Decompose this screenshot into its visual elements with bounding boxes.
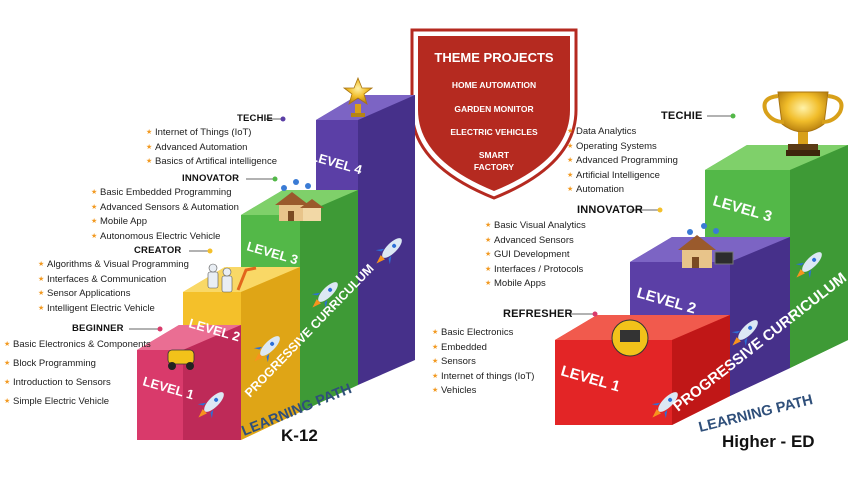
rocket-icon <box>253 336 280 363</box>
k12-techie-heading: TECHIE <box>237 113 274 124</box>
list-item: Vehicles <box>432 384 534 399</box>
rocket-icon <box>311 282 338 309</box>
list-item: Automation <box>567 183 678 198</box>
list-item: Internet of Things (IoT) <box>146 126 277 141</box>
k12-creator-heading: CREATOR <box>134 245 182 256</box>
list-item: Autonomous Electric Vehicle <box>91 230 239 245</box>
list-item: Basic Visual Analytics <box>485 219 586 234</box>
rocket-icon <box>375 238 402 265</box>
he-level1-block <box>555 315 730 425</box>
rc-car-icon <box>167 349 195 370</box>
list-item: GUI Development <box>485 248 586 263</box>
list-item: Advanced Automation <box>146 141 277 156</box>
list-item: Data Analytics <box>567 125 678 140</box>
list-item: Basic Electronics & Components <box>4 335 151 354</box>
gold-cup-trophy-icon <box>762 91 844 156</box>
he-refresher-heading: REFRESHER <box>503 308 573 320</box>
k12-innovator-heading: INNOVATOR <box>182 173 240 184</box>
smart-house-icon <box>678 223 734 268</box>
list-item: Internet of things (IoT) <box>432 370 534 385</box>
connector-lines <box>129 115 733 330</box>
theme-projects-shield <box>410 28 578 200</box>
list-item: Algorithms & Visual Programming <box>38 258 189 273</box>
list-item: Basics of Artifical intelligence <box>146 155 277 170</box>
list-item: Sensors <box>432 355 534 370</box>
connector-dots <box>157 113 736 332</box>
list-item: Mobile Apps <box>485 277 586 292</box>
k12-beginner-heading: BEGINNER <box>72 323 124 334</box>
theme-projects-title: THEME PROJECTS <box>434 50 554 65</box>
he-title: Higher - ED <box>722 432 815 451</box>
star-trophy-icon <box>342 76 374 117</box>
k12-beginner-list: Basic Electronics & Components Block Pro… <box>4 335 151 411</box>
he-techie-heading: TECHIE <box>661 110 703 122</box>
k12-title: K-12 <box>281 426 318 445</box>
list-item: Advanced Programming <box>567 154 678 169</box>
k12-techie-list: Internet of Things (IoT) Advanced Automa… <box>146 126 277 170</box>
smart-house-icon <box>275 179 324 221</box>
rc-car-icon <box>611 319 649 357</box>
list-item: Introduction to Sensors <box>4 373 151 392</box>
list-item: Interfaces / Protocols <box>485 263 586 278</box>
he-refresher-list: Basic Electronics Embedded Sensors Inter… <box>432 326 534 399</box>
list-item: Basic Electronics <box>432 326 534 341</box>
list-item: Block Programming <box>4 354 151 373</box>
k12-innovator-list: Basic Embedded Programming Advanced Sens… <box>91 186 239 244</box>
rocket-icon <box>795 252 822 279</box>
he-innovator-heading: INNOVATOR <box>577 204 643 216</box>
list-item: Sensor Applications <box>38 287 189 302</box>
he-techie-list: Data Analytics Operating Systems Advance… <box>567 125 678 198</box>
robot-icon <box>207 263 257 293</box>
theme-item-electric-vehicles: ELECTRIC VEHICLES <box>450 127 538 137</box>
k12-level1-block <box>137 325 241 440</box>
list-item: Operating Systems <box>567 140 678 155</box>
list-item: Embedded <box>432 341 534 356</box>
list-item: Interfaces & Communication <box>38 273 189 288</box>
theme-item-home-automation: HOME AUTOMATION <box>451 80 537 90</box>
theme-item-smart-factory: SMART FACTORY <box>473 150 515 172</box>
list-item: Advanced Sensors & Automation <box>91 201 239 216</box>
list-item: Artificial Intelligence <box>567 169 678 184</box>
k12-creator-list: Algorithms & Visual Programming Interfac… <box>38 258 189 316</box>
list-item: Mobile App <box>91 215 239 230</box>
list-item: Simple Electric Vehicle <box>4 392 151 411</box>
list-item: Basic Embedded Programming <box>91 186 239 201</box>
he-innovator-list: Basic Visual Analytics Advanced Sensors … <box>485 219 586 292</box>
rocket-icon <box>651 392 678 419</box>
list-item: Intelligent Electric Vehicle <box>38 302 189 317</box>
theme-item-garden-monitor: GARDEN MONITOR <box>454 104 534 114</box>
list-item: Advanced Sensors <box>485 234 586 249</box>
